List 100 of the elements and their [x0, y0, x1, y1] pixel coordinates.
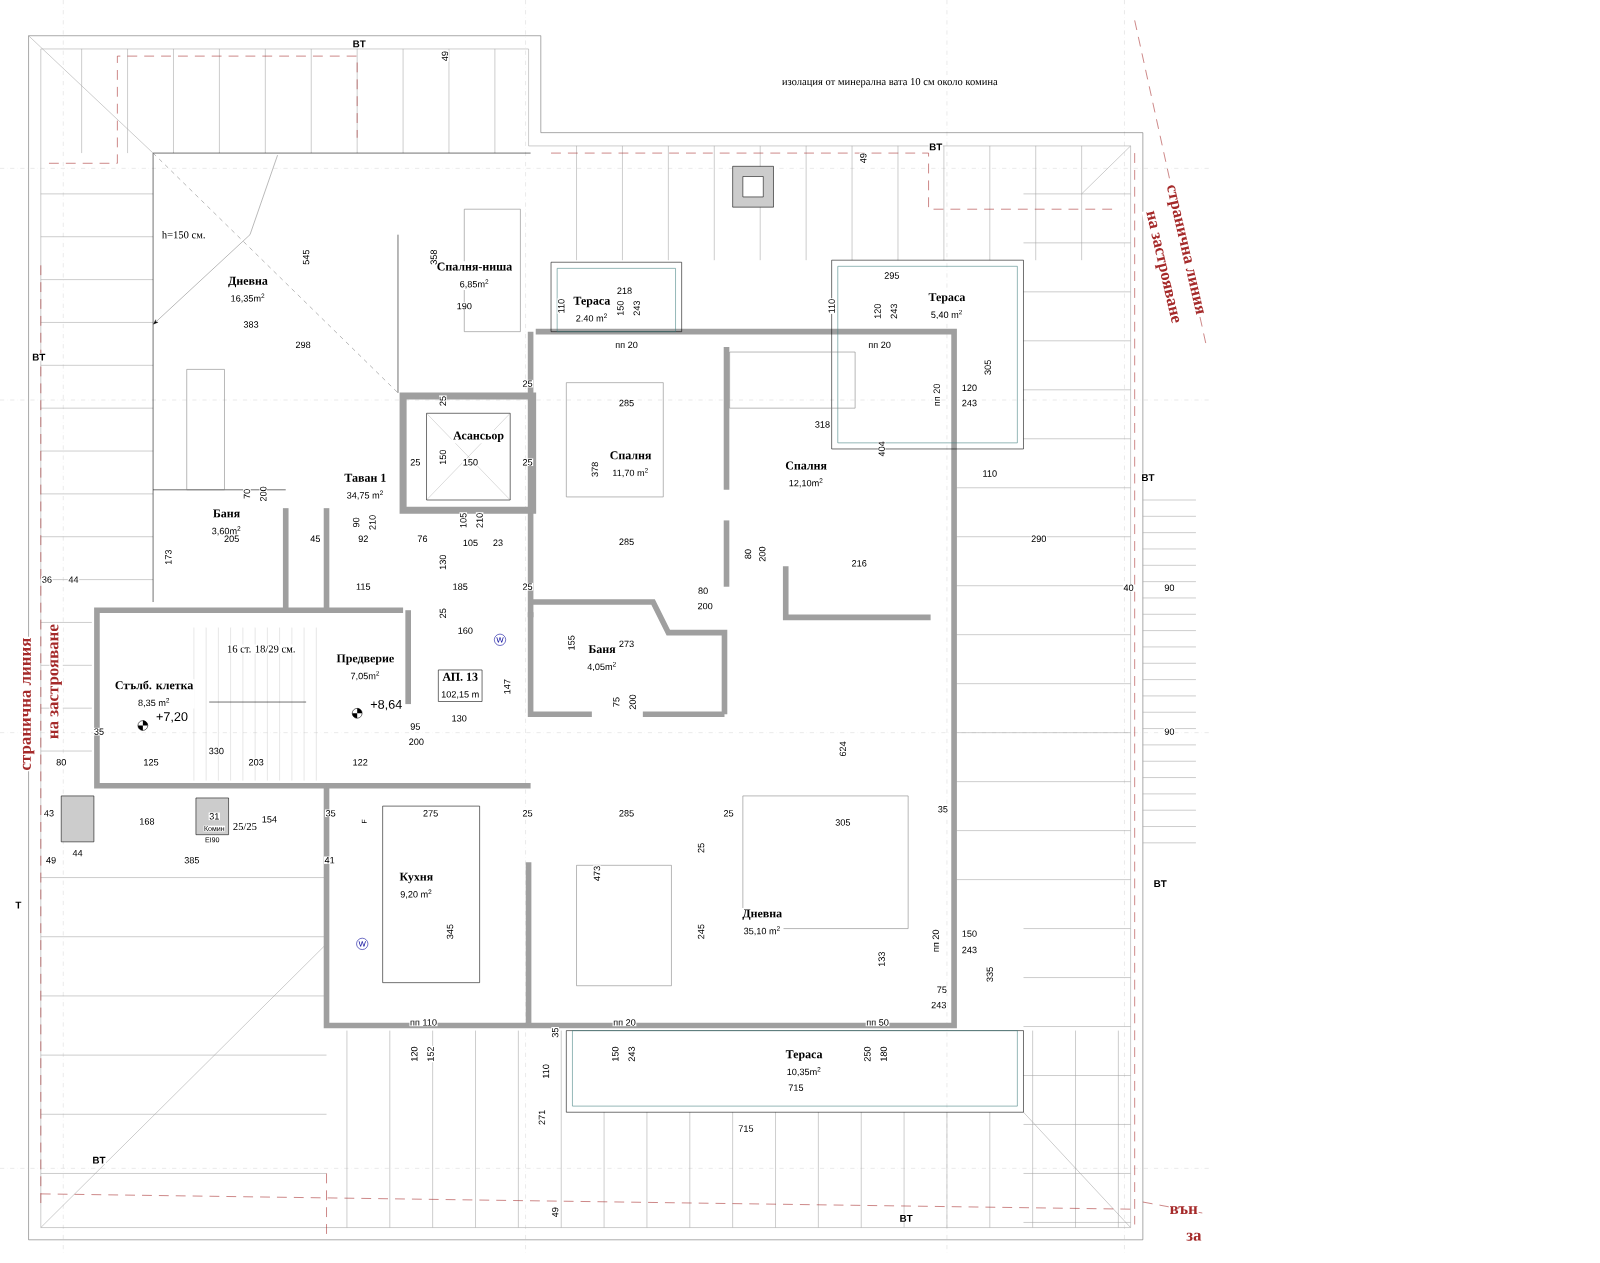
room-label: Дневна 35,10 m$^{2}$ [741, 908, 784, 937]
dimension-text: 70 [243, 488, 251, 500]
dimension-text: 80 [744, 548, 752, 560]
dimension-text: 378 [591, 461, 599, 478]
dimension-text: 200 [696, 602, 714, 610]
dimension-text: 25 [521, 809, 534, 817]
dimension-text: 25 [409, 458, 421, 466]
dimension-text: 243 [930, 1001, 947, 1009]
dimension-text: 330 [208, 747, 225, 755]
drain-label: BT [928, 142, 943, 151]
dimension-text: 95 [409, 722, 421, 731]
dimension-text: 92 [357, 534, 369, 543]
dimension-text: 40 [1122, 583, 1135, 592]
dimension-text: 125 [142, 758, 160, 766]
dimension-text: 110 [827, 298, 836, 314]
room-label: Спалня 12,10m$^{2}$ [783, 460, 829, 489]
dimension-text: 305 [983, 359, 992, 376]
dimension-text: 715 [737, 1124, 755, 1133]
dimension-text: 273 [618, 639, 635, 648]
dimension-text: 35 [93, 727, 105, 736]
dimension-text: 110 [981, 469, 998, 478]
dimension-text: 335 [986, 966, 994, 983]
dimension-text: 243 [890, 302, 898, 320]
dimension-text: 120 [873, 302, 882, 320]
dimension-text: пп 20 [612, 1018, 637, 1027]
dimension-text: 404 [877, 440, 886, 457]
dimension-text: 190 [456, 302, 473, 310]
dimension-text: 150 [439, 448, 447, 466]
dimension-text: 110 [557, 298, 566, 314]
dimension-text: 385 [183, 856, 201, 864]
room-label: Дневна 16,35m$^{2}$ [226, 275, 270, 304]
room-label: Спалня 11,70 m$^{2}$ [608, 449, 653, 479]
dimension-text: 80 [55, 758, 67, 766]
dimension-text: 25 [722, 809, 735, 817]
dimension-text: 35 [551, 1026, 559, 1039]
dimension-text: пп 50 [865, 1018, 890, 1027]
dimension-text: 105 [459, 512, 468, 529]
dimension-text: 75 [936, 985, 948, 994]
note-text: 25/25 [232, 822, 258, 831]
dimension-text: 76 [416, 534, 429, 543]
dimension-text: 345 [446, 923, 454, 940]
dimension-text: 25 [697, 842, 705, 854]
boundary-label: странична линия [21, 636, 36, 772]
dimension-text: 105 [462, 538, 479, 547]
dimension-text: 275 [422, 809, 439, 817]
dimension-text: 285 [618, 537, 635, 546]
dimension-text: 41 [323, 856, 336, 864]
dimension-text: 147 [503, 678, 511, 695]
dimension-text: пп 20 [867, 340, 892, 349]
dimension-text: 133 [877, 950, 886, 968]
dimension-text: 49 [441, 50, 449, 62]
drain-label: BT [352, 39, 367, 48]
dimension-text: 90 [1163, 727, 1176, 736]
dimension-text: 298 [294, 340, 312, 349]
dimension-text: 160 [457, 626, 474, 635]
dimension-text: 200 [408, 737, 425, 746]
dimension-text: 49 [859, 152, 868, 164]
dimension-text: 271 [538, 1109, 546, 1126]
dimension-text: 150 [616, 299, 625, 317]
dimension-text: 120 [410, 1045, 419, 1063]
dimension-text: 203 [247, 758, 265, 766]
dimension-text: 168 [138, 817, 156, 826]
room-label: Асансьор [451, 430, 506, 444]
drain-label: T [14, 901, 22, 909]
dimension-text: 250 [863, 1045, 872, 1063]
dimension-text: 49 [551, 1206, 559, 1218]
boundary-label: за [1185, 1231, 1203, 1242]
dimension-text: 25 [521, 458, 534, 466]
drain-label: BT [91, 1156, 107, 1165]
dimension-text: 205 [223, 534, 240, 543]
dimension-text: 218 [616, 286, 633, 295]
note-text: 16 ст. 18/29 см. [226, 644, 297, 654]
dimension-text: пп 110 [409, 1018, 438, 1027]
dimension-text: 43 [43, 809, 55, 817]
dimension-text: 285 [618, 809, 635, 817]
dimension-text: 210 [475, 512, 484, 529]
room-label: Таван 1 34,75 m$^{2}$ [342, 472, 388, 501]
dimension-text: 49 [45, 856, 57, 864]
dimension-text: 150 [611, 1045, 620, 1063]
dimension-text: 25 [521, 582, 534, 591]
dimension-text: 35 [324, 809, 337, 817]
dimension-text: 44 [67, 575, 80, 584]
dimension-text: 122 [352, 758, 369, 766]
note-text: изолация от минерална вата 10 см около комина [781, 77, 999, 88]
dimension-text: 295 [883, 271, 901, 280]
level-text: +8,64 [369, 699, 403, 711]
dimension-text: 150 [462, 458, 479, 466]
room-label: Тераса 10,35m$^{2}$ [784, 1048, 824, 1078]
dimension-text: 200 [628, 693, 637, 711]
drain-label: BT [899, 1214, 914, 1223]
dimension-text: пп 20 [932, 382, 941, 407]
dimension-text: 45 [309, 534, 321, 543]
dimension-text: 545 [302, 248, 310, 266]
dimension-text: 120 [961, 383, 978, 392]
boundary-label: на застрояване [49, 623, 63, 740]
dimension-text: 358 [429, 248, 438, 266]
room-label: Предверие 7,05m$^{2}$ [335, 652, 396, 682]
dimension-text: 180 [879, 1045, 888, 1063]
dimension-text: 243 [961, 399, 978, 407]
room-label: Тераса 5,40 m$^{2}$ [927, 291, 967, 321]
